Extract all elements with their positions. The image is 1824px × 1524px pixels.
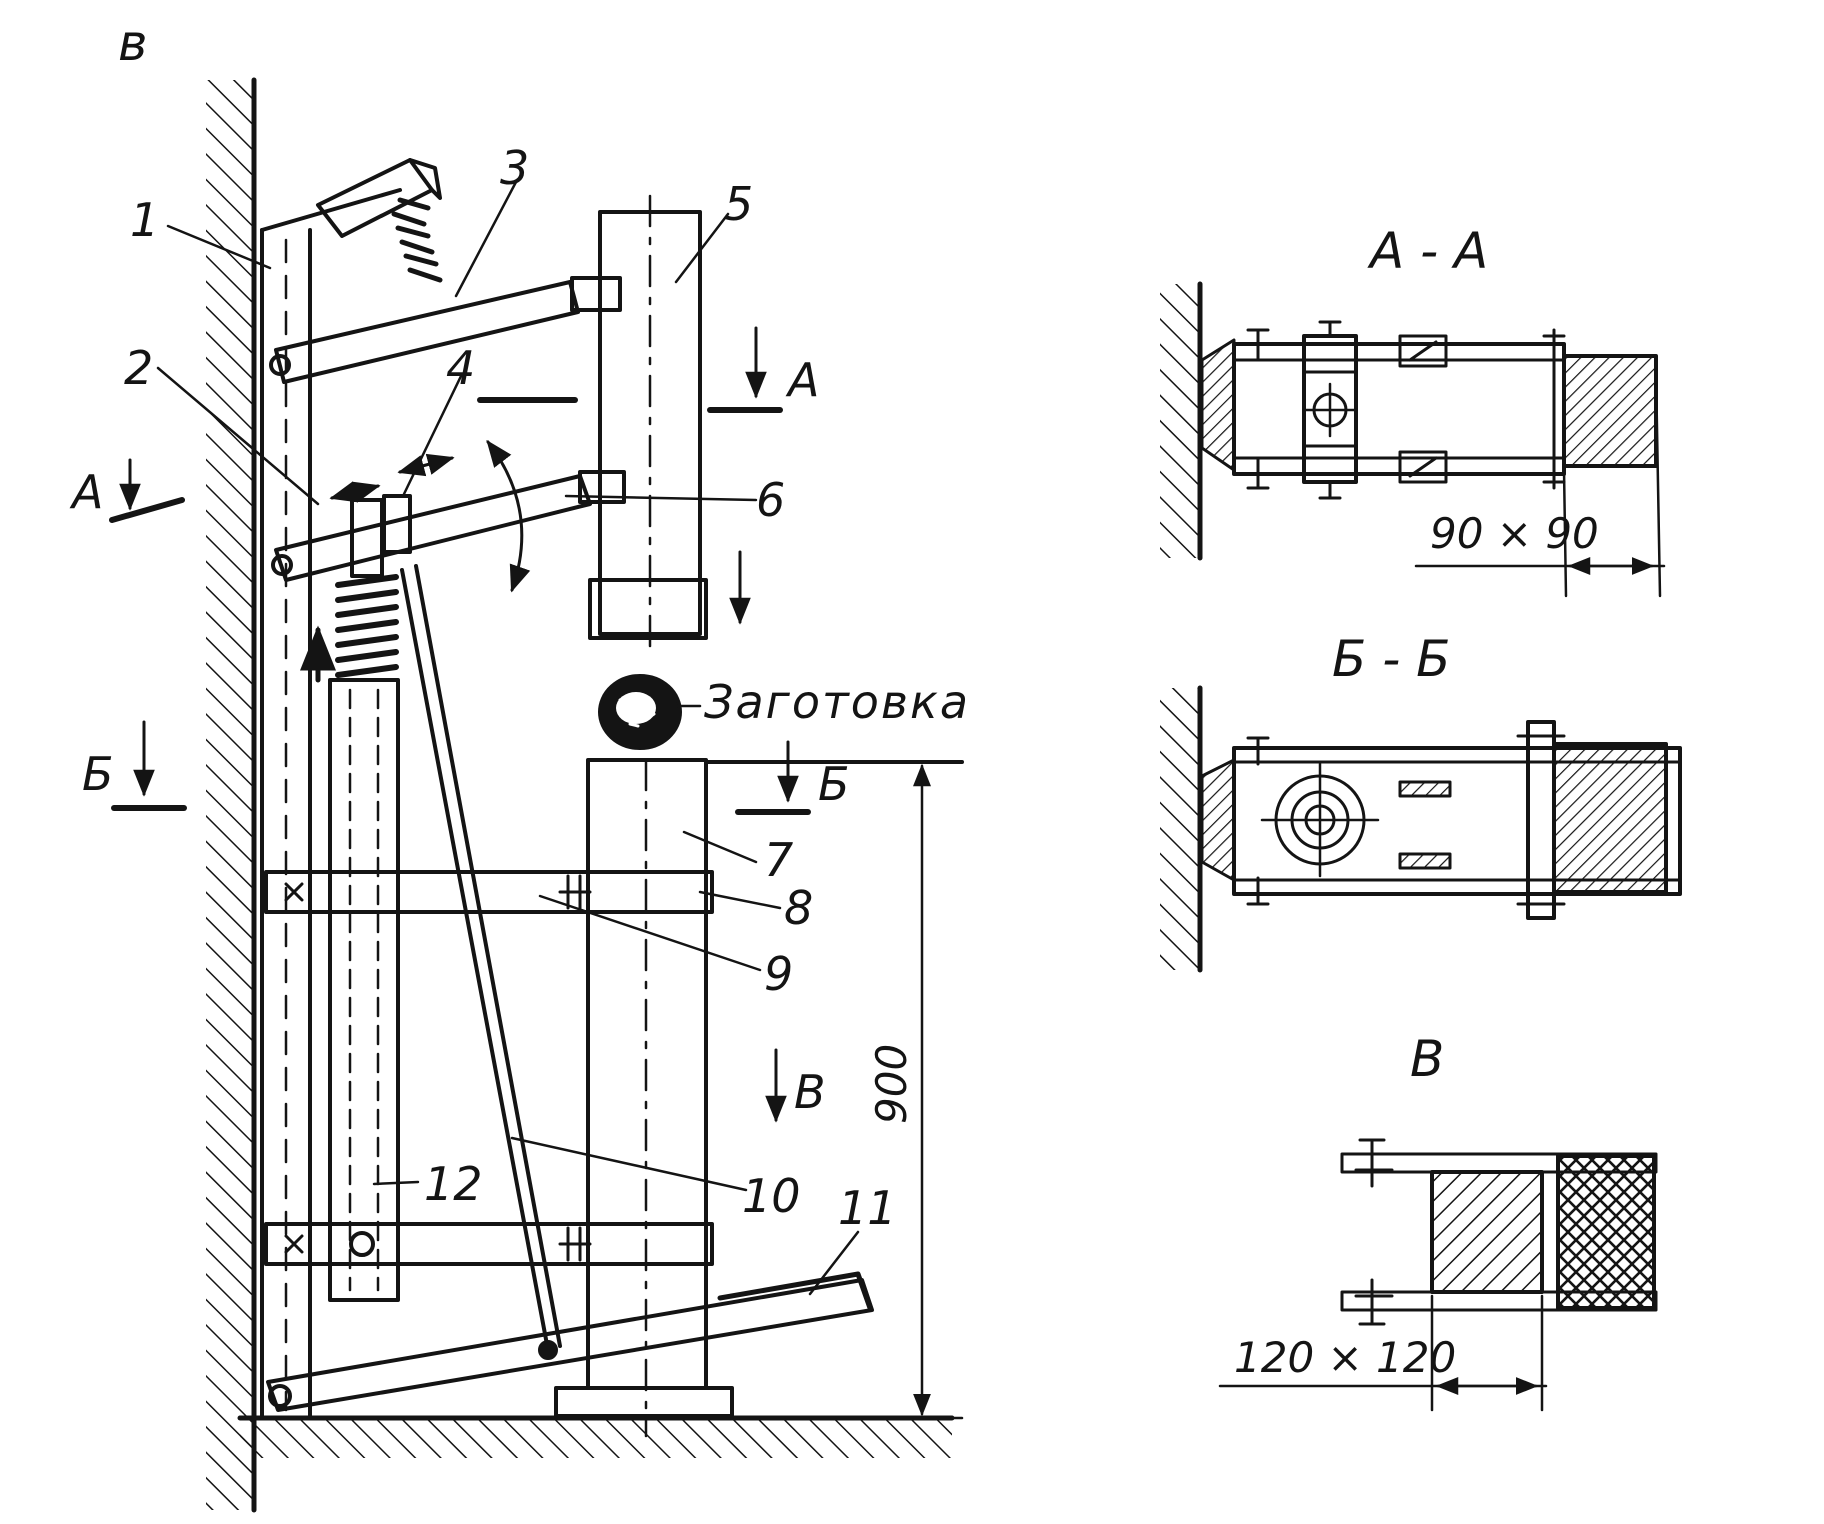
view-v-dimension: 120 × 120 xyxy=(1234,1333,1456,1382)
upper-lever xyxy=(269,276,622,384)
upper-crossbar xyxy=(264,870,714,914)
view-bb xyxy=(1160,685,1682,973)
frame-column xyxy=(260,188,402,1420)
leader-lines xyxy=(156,180,860,1296)
part-number-7: 7 xyxy=(764,833,793,887)
foot-pedal xyxy=(266,1271,874,1412)
section-mark-b-right: Б xyxy=(818,757,850,811)
middle-lever xyxy=(271,397,626,582)
part-number-8: 8 xyxy=(784,881,813,935)
pull-rod xyxy=(400,564,562,1360)
lower-crossbar xyxy=(264,1222,714,1266)
part-number-11: 11 xyxy=(838,1181,897,1235)
cylinder xyxy=(328,678,400,1302)
part-number-9: 9 xyxy=(764,947,793,1001)
section-mark-b-left: Б xyxy=(82,747,114,801)
view-aa-title: А - А xyxy=(1367,222,1488,280)
view-v-title: В xyxy=(1410,1030,1444,1088)
wall xyxy=(206,77,955,1513)
middle-spring xyxy=(335,494,412,678)
view-bb-title: Б - Б xyxy=(1332,630,1450,688)
upper-spring xyxy=(316,158,443,283)
dimension-label-900: 900 xyxy=(867,1044,916,1124)
dimension-900 xyxy=(778,760,964,1420)
section-mark-v: В xyxy=(794,1065,826,1119)
figure-label: в xyxy=(118,14,147,72)
section-markers xyxy=(109,326,811,1123)
motion-arrows xyxy=(300,439,751,683)
view-aa xyxy=(1160,281,1666,598)
section-mark-a-left: А xyxy=(69,465,103,519)
part-number-2: 2 xyxy=(124,341,153,395)
view-aa-dimension: 90 × 90 xyxy=(1430,509,1599,558)
workpiece xyxy=(598,674,682,750)
part-number-3: 3 xyxy=(500,141,529,195)
part-number-1: 1 xyxy=(130,193,159,247)
part-number-5: 5 xyxy=(724,177,753,231)
part-number-4: 4 xyxy=(446,341,475,395)
ram xyxy=(588,194,708,652)
part-number-10: 10 xyxy=(742,1169,801,1223)
part-number-6: 6 xyxy=(756,473,785,527)
part-number-12: 12 xyxy=(424,1157,483,1211)
section-mark-a-right: А xyxy=(785,353,819,407)
view-v xyxy=(1218,1138,1658,1412)
workpiece-label: Заготовка xyxy=(704,675,970,729)
